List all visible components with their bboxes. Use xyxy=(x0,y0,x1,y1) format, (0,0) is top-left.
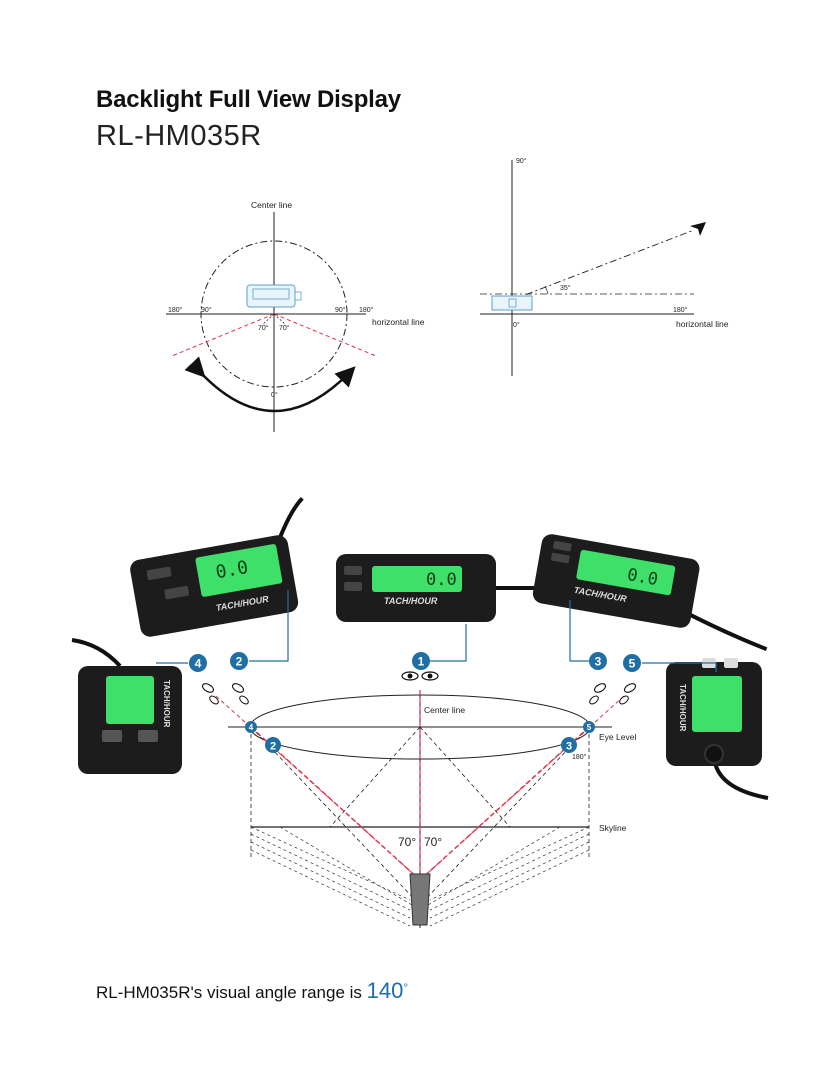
deg-0-label: 0° xyxy=(513,321,520,329)
degree-symbol: ° xyxy=(403,980,409,995)
lcd-screen xyxy=(692,676,742,732)
badge-5-top: 5 xyxy=(623,654,641,672)
svg-text:5: 5 xyxy=(587,723,592,732)
screen-label: TACH/HOUR xyxy=(678,684,687,732)
red-70-left-line xyxy=(171,313,275,357)
deg-70-left-label: 70° xyxy=(398,835,416,849)
lcd-screen xyxy=(106,676,154,724)
page-title: Backlight Full View Display xyxy=(96,86,401,113)
device-view-4: TACH/HOUR xyxy=(71,638,182,774)
center-line-label: Center line xyxy=(424,705,465,715)
bottom-perspective-diagram: 4 2 1 3 5 4 5 2 xyxy=(156,590,717,928)
svg-text:5: 5 xyxy=(629,657,636,671)
center-line-label: Center line xyxy=(251,200,292,210)
red-70-right-line xyxy=(273,313,377,357)
horizontal-line-label: horizontal line xyxy=(372,317,425,327)
badge-1-top: 1 xyxy=(412,652,430,670)
device-sketch-icon xyxy=(246,284,296,308)
rotation-arrow-icon xyxy=(184,356,356,413)
device-view-5: TACH/HOUR xyxy=(666,658,769,800)
svg-text:2: 2 xyxy=(270,741,276,753)
visual-angle-caption: RL-HM035R's visual angle range is 140° xyxy=(96,978,408,1004)
top-right-elevation-diagram: 90° 35° 0° 180° horizontal line xyxy=(480,157,729,376)
deg-35-label: 35° xyxy=(560,284,571,292)
eye-level-label: Eye Level xyxy=(599,732,636,742)
mode-button xyxy=(344,566,362,575)
badge-3-point: 3 xyxy=(561,737,577,753)
set-button xyxy=(164,585,190,600)
set-button xyxy=(724,658,738,668)
svg-text:4: 4 xyxy=(195,657,202,671)
eye-viewpoint-icon xyxy=(690,222,706,236)
angle-value: 140 xyxy=(366,978,404,1003)
svg-text:3: 3 xyxy=(595,655,602,669)
eyes-front-icon xyxy=(401,671,439,681)
deg-90-right-label: 90° xyxy=(335,306,346,314)
svg-text:3: 3 xyxy=(566,741,572,753)
deg-90-left-label: 90° xyxy=(201,306,212,314)
set-button xyxy=(551,552,570,564)
deg-180-label: 180° xyxy=(673,306,688,314)
eyes-left-icon xyxy=(201,683,249,705)
lcd-screen xyxy=(576,549,676,596)
eyes-right-icon xyxy=(589,683,637,705)
mode-button xyxy=(102,730,122,742)
device-side-sketch-icon xyxy=(491,295,533,311)
svg-text:4: 4 xyxy=(249,723,254,732)
badge-2-point: 2 xyxy=(265,737,281,753)
deg-180-label: 180° xyxy=(572,753,587,761)
svg-text:2: 2 xyxy=(236,655,243,669)
skyline-label: Skyline xyxy=(599,823,627,833)
svg-text:1: 1 xyxy=(418,655,425,669)
set-button xyxy=(344,582,362,591)
device-view-3: 0.0 TACH/HOUR xyxy=(532,534,768,652)
deg-70-right-label: 70° xyxy=(424,835,442,849)
deg-90-label: 90° xyxy=(516,157,527,165)
deg-180-right-label: 180° xyxy=(359,306,374,314)
badge-3-top: 3 xyxy=(589,652,607,670)
lcd-screen xyxy=(195,544,283,597)
red-view-line-left xyxy=(250,726,421,881)
red-view-line-right xyxy=(419,726,590,881)
deg-70-right-label: 70° xyxy=(279,324,290,332)
deg-0-label: 0° xyxy=(271,391,278,399)
mode-button xyxy=(553,540,572,552)
set-button xyxy=(138,730,158,742)
deg-70-left-label: 70° xyxy=(258,324,269,332)
sightline-35-line xyxy=(511,229,695,301)
badge-2-top: 2 xyxy=(230,652,248,670)
deg-180-left-label: 180° xyxy=(168,306,183,314)
lcd-value: 0.0 xyxy=(426,570,457,590)
horizontal-line-label: horizontal line xyxy=(676,319,729,329)
badge-4-top: 4 xyxy=(189,654,207,672)
screen-label: TACH/HOUR xyxy=(162,680,171,728)
mode-button xyxy=(146,566,172,581)
caption-text: RL-HM035R's visual angle range is xyxy=(96,983,362,1002)
lcd-screen xyxy=(372,566,462,592)
screen-label: TACH/HOUR xyxy=(384,596,438,606)
viewpoint-base xyxy=(409,873,431,926)
badge-4-point: 4 xyxy=(245,721,257,733)
top-left-circle-diagram: Center line horizontal line 180° 90° 90°… xyxy=(166,200,425,432)
badge-5-point: 5 xyxy=(583,721,595,733)
model-name: RL-HM035R xyxy=(96,120,262,152)
device-view-2: 0.0 TACH/HOUR xyxy=(130,496,304,637)
device-view-1: 0.0 TACH/HOUR xyxy=(336,554,548,622)
